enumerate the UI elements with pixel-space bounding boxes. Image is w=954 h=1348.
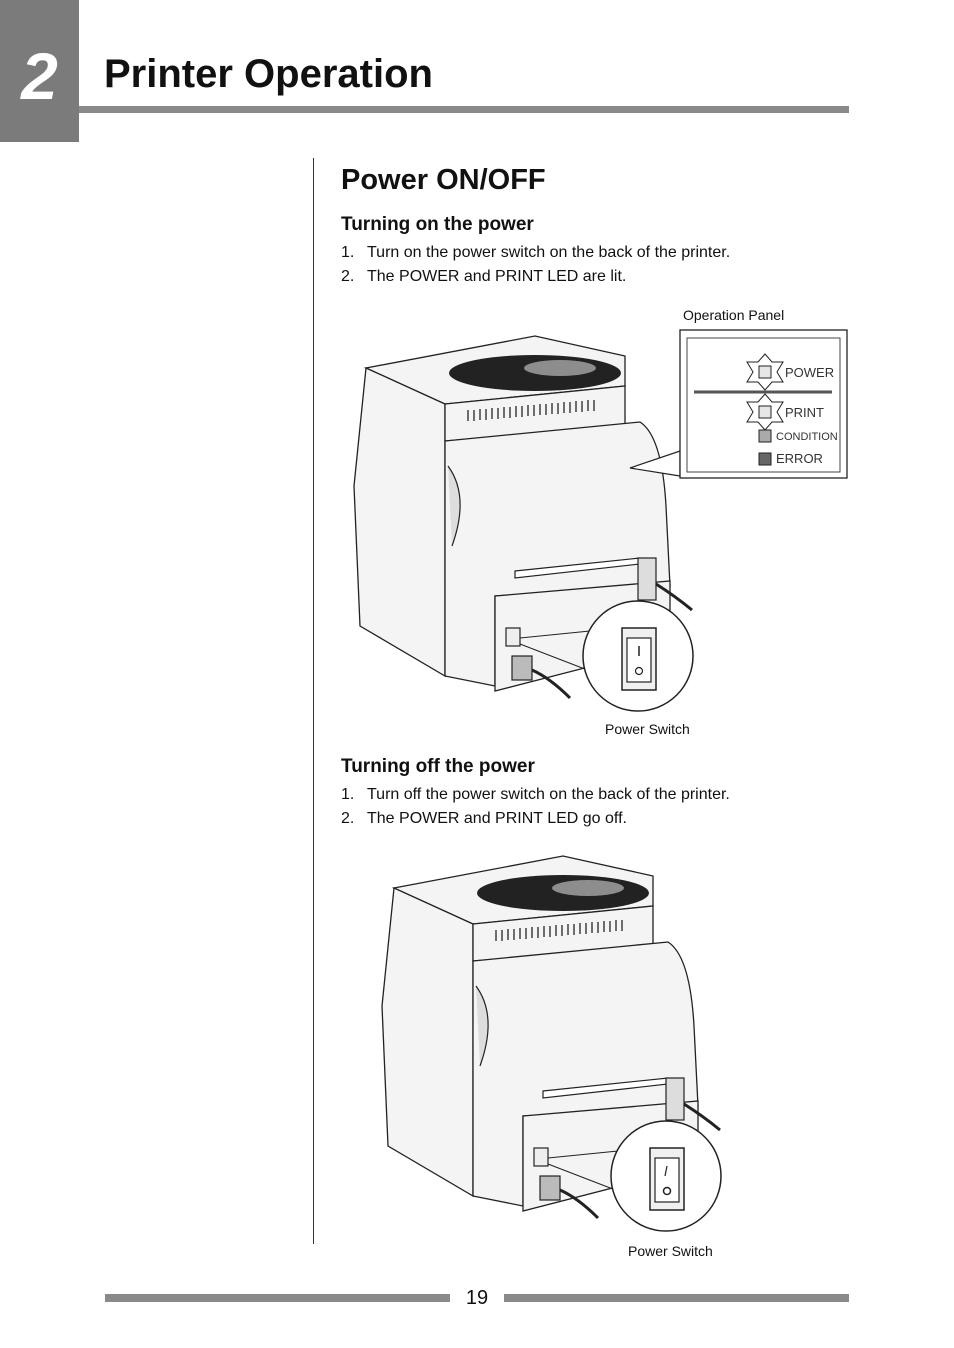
- power-switch-caption-on: Power Switch: [605, 721, 690, 737]
- led-label-power: POWER: [785, 365, 834, 380]
- step-number: 1.: [341, 244, 355, 261]
- chapter-title: Printer Operation: [104, 52, 433, 96]
- page-number: 19: [465, 1287, 489, 1309]
- step-number: 2.: [341, 810, 355, 827]
- printer-body: [381, 855, 699, 1212]
- step-text: The POWER and PRINT LED are lit.: [367, 268, 627, 285]
- vent-slots: [495, 920, 623, 941]
- step-text: Turn off the power switch on the back of…: [367, 786, 730, 803]
- printer-power-off-illustration: [381, 855, 722, 1232]
- led-label-error: ERROR: [776, 451, 823, 466]
- power-off-step-2: 2. The POWER and PRINT LED go off.: [341, 808, 627, 830]
- title-rule: [79, 106, 849, 113]
- power-on-step-1: 1. Turn on the power switch on the back o…: [341, 242, 730, 264]
- chapter-number: 2: [21, 39, 58, 113]
- footer-bar-right: [504, 1294, 849, 1302]
- power-switch-caption-off: Power Switch: [628, 1243, 713, 1259]
- step-number: 2.: [341, 268, 355, 285]
- power-on-heading: Turning on the power: [341, 214, 534, 235]
- power-off-heading: Turning off the power: [341, 756, 535, 777]
- led-label-condition: CONDITION: [776, 431, 838, 443]
- vent-slots: [467, 400, 595, 421]
- footer-bar-left: [105, 1294, 450, 1302]
- power-off-step-1: 1. Turn off the power switch on the back …: [341, 784, 730, 806]
- power-on-step-2: 2. The POWER and PRINT LED are lit.: [341, 266, 626, 288]
- section-title: Power ON/OFF: [341, 164, 546, 196]
- step-text: The POWER and PRINT LED go off.: [367, 810, 627, 827]
- led-label-print: PRINT: [785, 405, 824, 420]
- printer-power-on-illustration: POWER PRINT CONDITION ERROR: [353, 329, 848, 712]
- step-text: Turn on the power switch on the back of …: [367, 244, 731, 261]
- operation-panel-caption: Operation Panel: [683, 307, 785, 323]
- chapter-number-box: 2: [0, 0, 79, 142]
- column-divider: [313, 158, 314, 1244]
- step-number: 1.: [341, 786, 355, 803]
